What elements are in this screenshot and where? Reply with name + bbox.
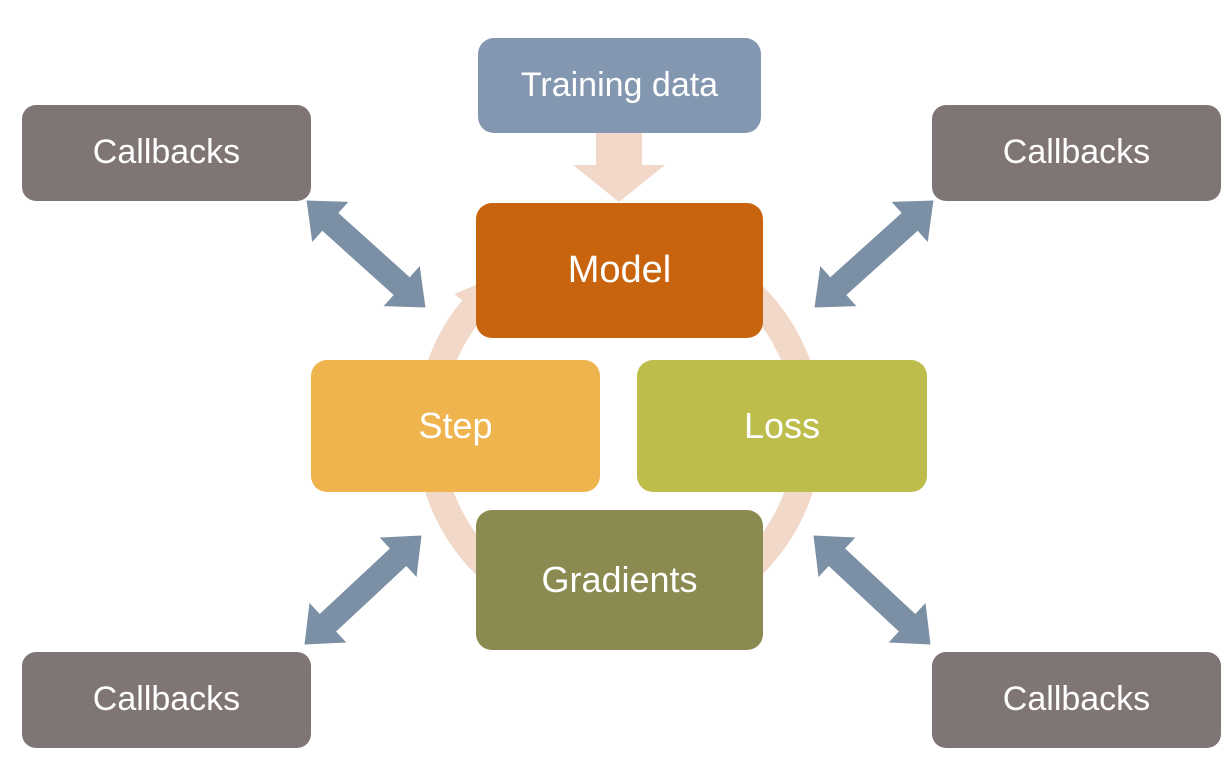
node-loss: Loss [637,360,927,492]
node-callbacks-top-left-label: Callbacks [92,133,241,172]
node-callbacks-top-left: Callbacks [22,105,311,201]
down-arrow-icon [573,133,665,202]
node-callbacks-bottom-left: Callbacks [22,652,311,748]
node-callbacks-top-right: Callbacks [932,105,1221,201]
node-loss-label: Loss [743,405,821,447]
node-gradients: Gradients [476,510,763,650]
node-callbacks-bottom-right: Callbacks [932,652,1221,748]
double-arrow-top-right-icon [796,180,952,328]
node-model: Model [476,203,763,338]
node-step-label: Step [418,405,493,447]
node-training-data-label: Training data [520,65,719,104]
double-arrow-top-left-icon [288,180,444,328]
node-step: Step [311,360,600,492]
node-training-data: Training data [478,38,761,133]
double-arrow-bottom-left-icon [286,515,440,665]
node-callbacks-bottom-right-label: Callbacks [1002,680,1151,719]
node-callbacks-top-right-label: Callbacks [1002,133,1151,172]
double-arrow-bottom-right-icon [795,515,949,665]
node-model-label: Model [567,248,672,291]
node-callbacks-bottom-left-label: Callbacks [92,680,241,719]
node-gradients-label: Gradients [541,559,698,601]
